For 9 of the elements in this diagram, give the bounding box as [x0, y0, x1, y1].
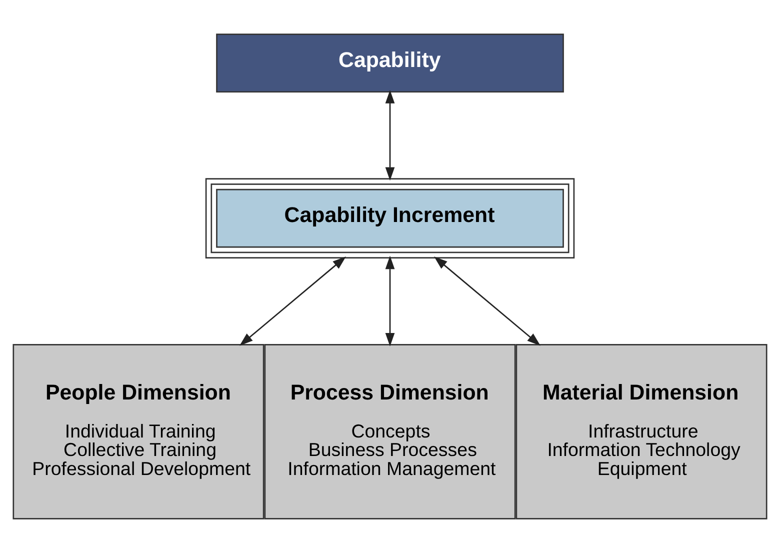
node-box: Capability Increment [205, 178, 575, 258]
node-box: Process Dimension Concepts Business Processes Information Management [264, 344, 516, 520]
node-box: Material Dimension Infrastructure Information Technology Equipment [516, 344, 768, 520]
arrow [385, 90, 395, 181]
arrow [240, 256, 346, 346]
node-box: Capability [216, 34, 564, 93]
arrow [385, 256, 395, 346]
node-box: People Dimension Individual Training Collective Training Professional Development [12, 344, 264, 520]
arrow [434, 256, 540, 346]
